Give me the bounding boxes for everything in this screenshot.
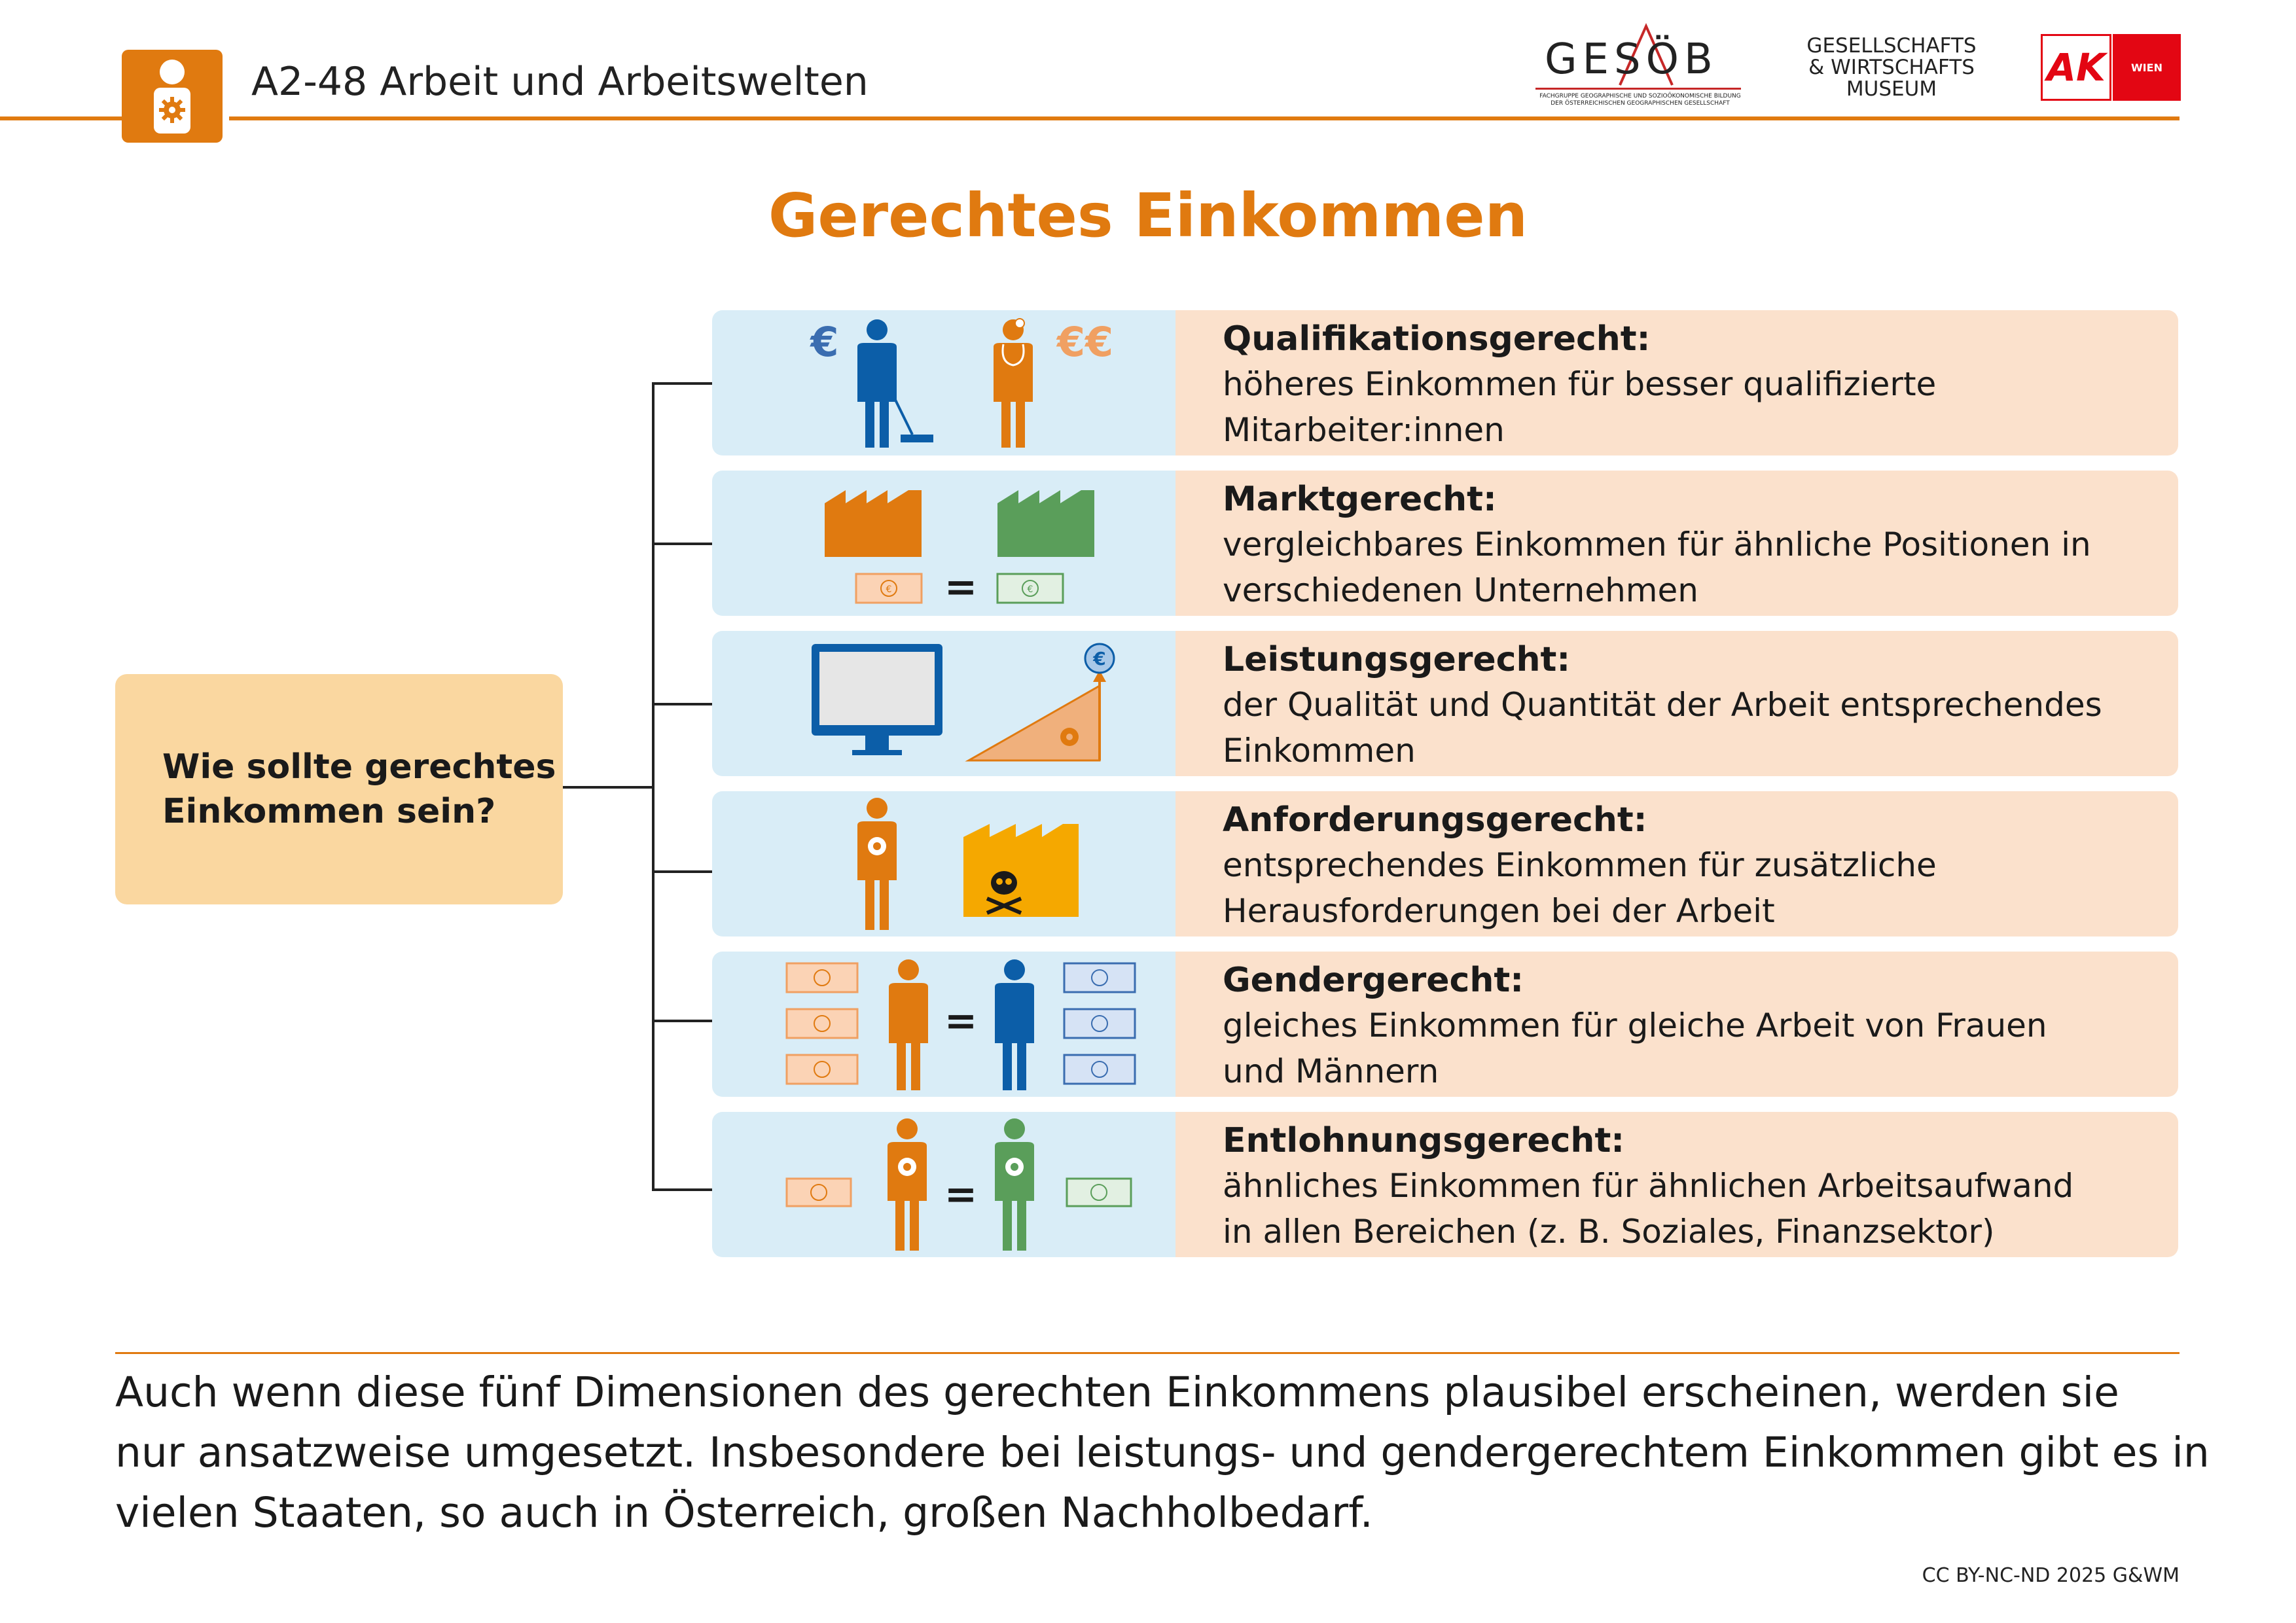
row-4-line-2: Herausforderungen bei der Arbeit xyxy=(1223,892,1775,930)
row-2-text: Marktgerecht: vergleichbares Einkommen f… xyxy=(1175,471,2178,616)
footer-rule xyxy=(115,1352,2179,1354)
footer-line-1: Auch wenn diese fünf Dimensionen des ger… xyxy=(115,1368,2119,1416)
row-5-title: Gendergerecht: xyxy=(1223,961,1524,1000)
row-entlohnungsgerecht: = Entlohnungsgerecht: ähnliches Einkomme… xyxy=(712,1112,2178,1257)
row-5-illustration: = xyxy=(712,952,1175,1097)
row-6-text: Entlohnungsgerecht: ähnliches Einkommen … xyxy=(1175,1112,2178,1257)
row-6-line-2: in allen Bereichen (z. B. Soziales, Fina… xyxy=(1223,1213,1995,1251)
row-4-line-1: entsprechendes Einkommen für zusätzliche xyxy=(1223,846,1937,884)
ak-logo-city: WIEN xyxy=(2113,34,2181,101)
banknote-stack-blue xyxy=(1063,962,1136,1085)
row-6-title: Entlohnungsgerecht: xyxy=(1223,1121,1625,1160)
header-rule xyxy=(0,116,2179,120)
row-3-line-2: Einkommen xyxy=(1223,732,1416,770)
woman-icon xyxy=(889,959,928,1090)
connector-spine xyxy=(652,382,655,1191)
row-2-title: Marktgerecht: xyxy=(1223,480,1497,519)
museum-logo-line-3: MUSEUM xyxy=(1846,77,1937,101)
question-text: Wie sollte gerechtes Einkommen sein? xyxy=(162,747,556,831)
worker-gear-icon-green xyxy=(995,1118,1034,1251)
worker-gear-icon-orange xyxy=(888,1118,927,1251)
row-2-illustration: € = € xyxy=(712,471,1175,616)
gesoeb-logo-rule xyxy=(1535,88,1741,90)
euro-coin-icon: € xyxy=(1084,643,1115,674)
footer-line-3: vielen Staaten, so auch in Österreich, g… xyxy=(115,1489,1373,1537)
worker-gear-icon xyxy=(857,798,897,930)
header-title: A2-48 Arbeit und Arbeitswelten xyxy=(251,59,869,105)
row-2-line-2: verschiedenen Unternehmen xyxy=(1223,571,1698,609)
connector-branch-2 xyxy=(652,543,712,545)
row-5-line-1: gleiches Einkommen für gleiche Arbeit vo… xyxy=(1223,1007,2047,1044)
skull-icon xyxy=(986,871,1022,915)
banknote-icon-green: € xyxy=(996,573,1064,604)
row-leistungsgerecht: € Leistungsgerecht: der Qualität und Qua… xyxy=(712,631,2178,776)
gesoeb-logo-subtitle: FACHGRUPPE GEOGRAPHISCHE UND SOZIOÖKONOM… xyxy=(1539,93,1741,107)
ak-wien-logo[interactable]: AK WIEN xyxy=(2041,34,2181,101)
row-6-illustration: = xyxy=(712,1112,1175,1257)
equals-sign: = xyxy=(944,998,977,1044)
equals-sign: = xyxy=(944,564,977,610)
row-3-text: Leistungsgerecht: der Qualität und Quant… xyxy=(1175,631,2178,776)
row-gendergerecht: = Gendergerecht: gleiches Einkommen für … xyxy=(712,952,2178,1097)
gesoeb-logo-text: GESÖB xyxy=(1545,35,1718,84)
banknote-stack-orange xyxy=(785,962,859,1085)
row-anforderungsgerecht: Anforderungsgerecht: entsprechendes Eink… xyxy=(712,791,2178,936)
row-2-line-1: vergleichbares Einkommen für ähnliche Po… xyxy=(1223,526,2091,563)
row-3-line-1: der Qualität und Quantität der Arbeit en… xyxy=(1223,686,2102,724)
monitor-icon xyxy=(812,644,942,755)
factory-icon-orange xyxy=(825,490,922,557)
connector-stem xyxy=(563,786,655,789)
double-euro-icon: €€ xyxy=(1056,318,1113,366)
svg-text:€: € xyxy=(886,584,892,595)
page-title: Gerechtes Einkommen xyxy=(768,181,1528,251)
row-1-line-2: Mitarbeiter:innen xyxy=(1223,411,1505,449)
footer-paragraph: Auch wenn diese fünf Dimensionen des ger… xyxy=(115,1363,2210,1543)
man-icon xyxy=(995,959,1034,1090)
row-4-text: Anforderungsgerecht: entsprechendes Eink… xyxy=(1175,791,2178,936)
row-4-title: Anforderungsgerecht: xyxy=(1223,800,1647,840)
row-5-line-2: und Männern xyxy=(1223,1052,1439,1090)
banknote-icon-orange: € xyxy=(855,573,923,604)
ak-logo-mark: AK xyxy=(2041,34,2111,101)
row-1-line-1: höheres Einkommen für besser qualifizier… xyxy=(1223,365,1937,403)
performance-ramp-icon xyxy=(965,670,1106,762)
gesoeb-logo[interactable]: GESÖB FACHGRUPPE GEOGRAPHISCHE UND SOZIO… xyxy=(1532,22,1748,107)
row-1-text: Qualifikationsgerecht: höheres Einkommen… xyxy=(1175,310,2178,455)
header-rule-gap xyxy=(223,111,229,124)
euro-icon: € xyxy=(809,318,838,366)
row-qualifikationsgerecht: € €€ Qualifikationsgerecht: höheres Eink… xyxy=(712,310,2178,455)
equals-sign: = xyxy=(944,1171,977,1217)
svg-text:€: € xyxy=(1028,584,1033,595)
row-3-illustration: € xyxy=(712,631,1175,776)
svg-text:€: € xyxy=(1092,648,1105,669)
connector-branch-4 xyxy=(652,870,712,873)
museum-logo-line-1: GESELLSCHAFTS xyxy=(1806,34,1977,58)
banknote-icon-green xyxy=(1066,1177,1132,1207)
question-box: Wie sollte gerechtes Einkommen sein? xyxy=(115,674,563,904)
banknote-icon-orange xyxy=(785,1177,852,1207)
museum-logo-line-2: & WIRTSCHAFTS xyxy=(1808,56,1975,79)
row-5-text: Gendergerecht: gleiches Einkommen für gl… xyxy=(1175,952,2178,1097)
hazard-factory-icon xyxy=(963,824,1079,917)
connector-branch-1 xyxy=(652,382,712,385)
row-marktgerecht: € = € Marktgerecht: vergleichbares Einko… xyxy=(712,471,2178,616)
cleaner-icon xyxy=(857,319,933,448)
row-6-line-1: ähnliches Einkommen für ähnlichen Arbeit… xyxy=(1223,1167,2074,1205)
doctor-icon xyxy=(994,318,1033,448)
row-4-illustration xyxy=(712,791,1175,936)
footer-line-2: nur ansatzweise umgesetzt. Insbesondere … xyxy=(115,1429,2210,1476)
copyright-notice: CC BY-NC-ND 2025 G&WM xyxy=(1922,1564,2179,1587)
factory-icon-green xyxy=(997,490,1094,557)
connector-branch-3 xyxy=(652,703,712,705)
connector-branch-5 xyxy=(652,1020,712,1022)
connector-branch-6 xyxy=(652,1188,712,1191)
row-3-title: Leistungsgerecht: xyxy=(1223,640,1571,679)
header-person-gear-icon xyxy=(122,50,223,143)
museum-logo[interactable]: GESELLSCHAFTS & WIRTSCHAFTS MUSEUM xyxy=(1793,35,1990,100)
row-1-illustration: € €€ xyxy=(712,310,1175,455)
row-1-title: Qualifikationsgerecht: xyxy=(1223,319,1651,359)
